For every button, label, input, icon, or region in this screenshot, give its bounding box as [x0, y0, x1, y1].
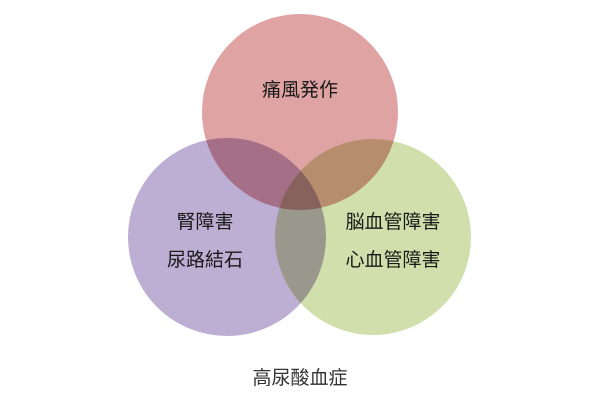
label-top-line: 痛風発作 [261, 79, 339, 101]
label-left-line-1: 腎障害 [176, 211, 234, 233]
label-left-line-2: 尿路結石 [166, 249, 244, 271]
label-left: 腎障害 尿路結石 [167, 211, 243, 271]
diagram-title: 高尿酸血症 [252, 367, 348, 389]
circle-right [273, 137, 473, 337]
label-right-line-2: 心血管障害 [345, 249, 441, 271]
label-top: 痛風発作 [262, 79, 338, 101]
label-right: 脳血管障害 心血管障害 [345, 211, 440, 271]
label-right-line-1: 脳血管障害 [345, 211, 441, 233]
